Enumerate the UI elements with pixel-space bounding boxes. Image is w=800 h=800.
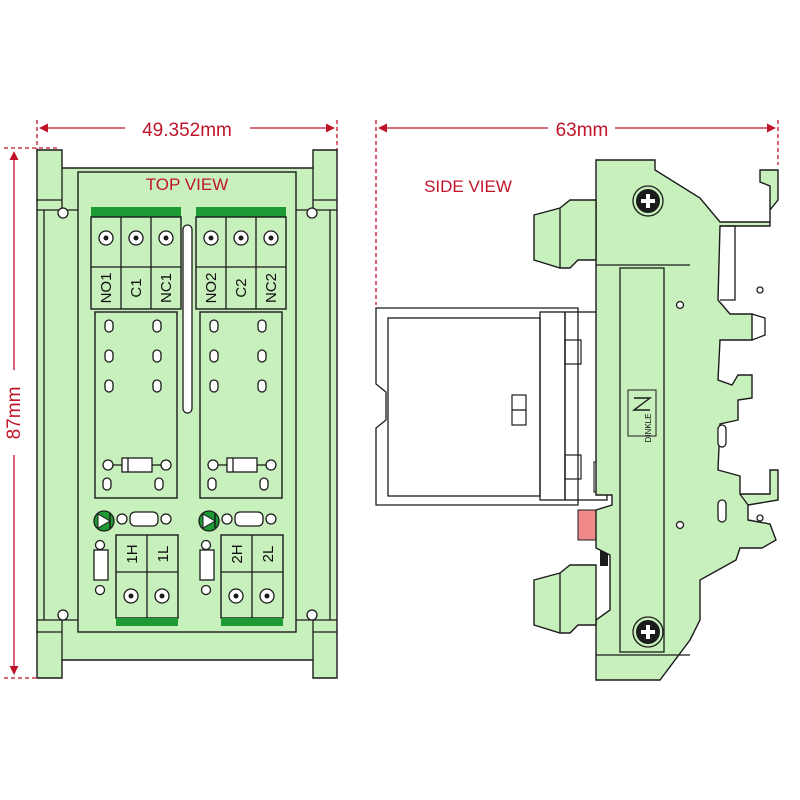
terminal-label-nc2: NC2: [263, 273, 280, 303]
terminal-label-c1: C1: [128, 278, 145, 297]
terminal-label-no1: NO1: [98, 273, 115, 304]
led-indicator-1: [93, 510, 172, 596]
top-view: TOP VIEW NO1 C1 NC1 NO2: [36, 149, 338, 679]
dimension-width-top: 49.352mm: [36, 120, 338, 160]
dinkle-logo: DINKLE: [627, 389, 657, 443]
terminal-label-1l: 1L: [155, 546, 172, 563]
mount-hole-tl: [57, 207, 69, 219]
resistor-1: [129, 511, 159, 527]
mount-hole-bl: [57, 609, 69, 621]
isolation-slot: [182, 224, 193, 414]
screw-bottom-icon: [632, 616, 664, 648]
input-diode-1: [93, 549, 109, 581]
terminal-block-relay1: NO1 C1 NC1: [90, 207, 182, 310]
diode-1: [121, 457, 153, 473]
side-view: SIDE VIEW: [375, 159, 779, 681]
terminal-block-relay2: NO2 C2 NC2: [195, 207, 287, 310]
terminal-label-c2: C2: [233, 278, 250, 297]
screw-top-icon: [632, 185, 664, 217]
terminal-label-no2: NO2: [203, 273, 220, 304]
input-diode-2: [199, 549, 215, 581]
dimension-width-side: 63mm: [375, 120, 779, 305]
relay-cover: [375, 307, 579, 506]
side-view-title: SIDE VIEW: [424, 177, 512, 196]
terminal-label-1h: 1H: [124, 544, 141, 563]
pin-stub: [600, 548, 608, 566]
mount-hole-tr: [306, 207, 318, 219]
resistor-2: [234, 511, 264, 527]
top-latch: [533, 199, 597, 269]
socket-front-plate: [619, 267, 665, 653]
relay-2: [199, 311, 283, 499]
led-indicator-2: [198, 510, 277, 596]
brand-mark: DINKLE: [644, 414, 653, 443]
bottom-latch: [533, 564, 597, 634]
top-view-title: TOP VIEW: [146, 175, 229, 194]
terminal-block-input2: 2H 2L: [220, 534, 284, 626]
relay-1: [94, 311, 178, 499]
dimension-width-top-label: 49.352mm: [142, 120, 232, 141]
diode-2: [226, 457, 258, 473]
terminal-label-2l: 2L: [260, 546, 277, 563]
terminal-block-input1: 1H 1L: [115, 534, 179, 626]
dimension-height: 87mm: [4, 147, 60, 679]
terminal-label-2h: 2H: [229, 544, 246, 563]
dimension-width-side-label: 63mm: [556, 120, 609, 141]
dimension-height-label: 87mm: [4, 387, 25, 440]
relay-socket-body: [595, 159, 779, 681]
mount-hole-br: [306, 609, 318, 621]
terminal-label-nc1: NC1: [158, 273, 175, 303]
